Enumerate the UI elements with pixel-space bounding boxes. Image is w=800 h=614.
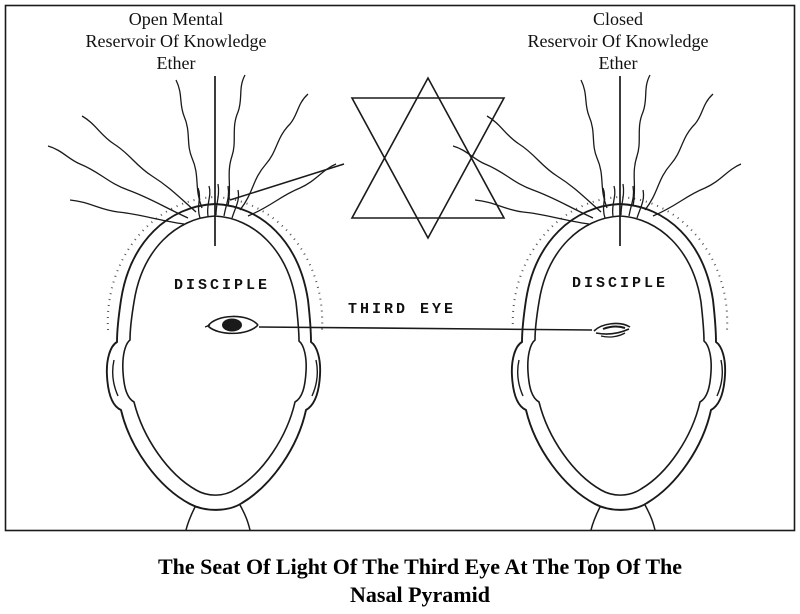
third-eye-label: THIRD EYE (348, 301, 456, 318)
caption-line-2: Nasal Pyramid (350, 582, 490, 607)
right-third-eye-closed (593, 322, 631, 338)
right-label-line-3: Ether (599, 53, 638, 73)
right-label-line-1: Closed (593, 9, 643, 29)
right-label-line-2: Reservoir Of Knowledge (528, 31, 709, 51)
left-head-diagonal-line (229, 163, 345, 201)
caption-line-1: The Seat Of Light Of The Third Eye At Th… (158, 554, 682, 579)
third-eye-connector-line (258, 326, 593, 331)
star-triangle-down (350, 97, 506, 240)
left-label-line-1: Open Mental (129, 9, 223, 29)
figure-caption: The Seat Of Light Of The Third Eye At Th… (158, 554, 682, 607)
right-head-top-label: Closed Reservoir Of Knowledge Ether (528, 9, 709, 73)
star-of-david (350, 76, 506, 240)
star-triangle-up (350, 76, 506, 219)
left-label-line-2: Reservoir Of Knowledge (86, 31, 267, 51)
left-head-top-label: Open Mental Reservoir Of Knowledge Ether (86, 9, 267, 73)
left-third-eye-open (204, 315, 259, 335)
right-head-outline (452, 74, 742, 531)
right-disciple-label: DISCIPLE (572, 275, 668, 292)
left-disciple-label: DISCIPLE (174, 277, 270, 294)
figure-frame (4, 4, 796, 532)
left-label-line-3: Ether (157, 53, 196, 73)
left-head-outline (47, 74, 337, 531)
